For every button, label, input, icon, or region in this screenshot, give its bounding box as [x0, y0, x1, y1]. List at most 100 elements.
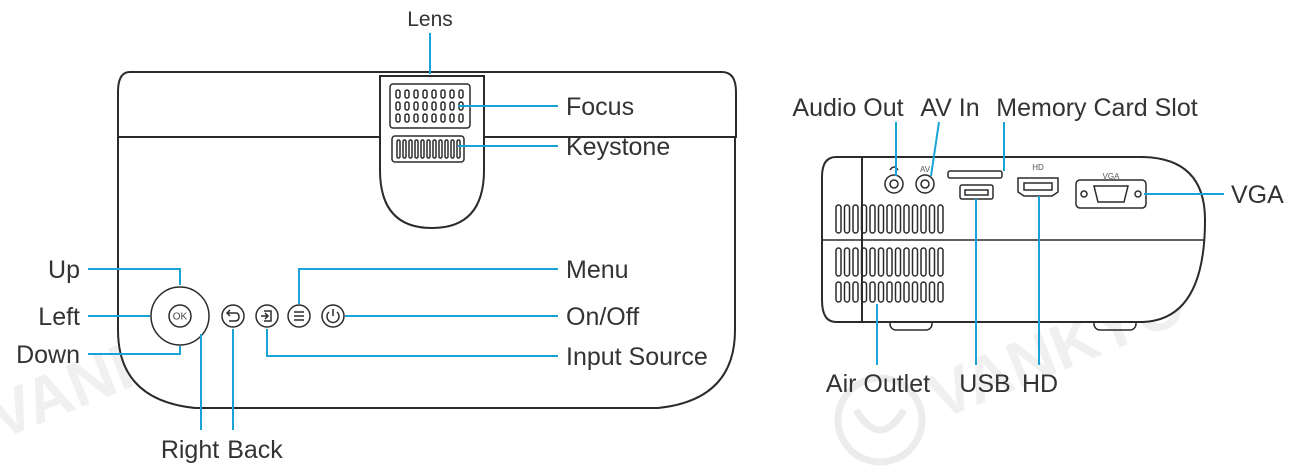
keystone-grip [432, 139, 437, 159]
audio-out-label: Audio Out [792, 94, 903, 122]
av-port-mark: AV [920, 165, 931, 174]
vent-slot [843, 247, 851, 277]
focus-grip [440, 113, 446, 123]
down-label: Down [16, 341, 80, 369]
focus-grip [449, 113, 455, 123]
input-source-icon [264, 310, 272, 322]
hd-port: HD [1017, 163, 1059, 197]
av-in-label: AV In [920, 94, 979, 122]
vent-slot [860, 204, 868, 234]
focus-grip [422, 113, 428, 123]
menu-icon [294, 311, 304, 321]
focus-grip [431, 89, 437, 99]
keystone-grip [438, 139, 443, 159]
vent-slot [852, 247, 859, 277]
vent-slot [903, 247, 910, 277]
ok-button-text: OK [173, 312, 188, 323]
vent-slot [937, 204, 944, 234]
vent-slot [869, 204, 876, 234]
focus-label: Focus [566, 93, 634, 121]
focus-grip [395, 101, 401, 111]
power-button [321, 304, 345, 328]
left-label: Left [38, 303, 80, 331]
right-label: Right [161, 436, 219, 464]
av-in-jack: AV [915, 165, 935, 194]
side-callouts [876, 121, 1224, 365]
focus-grip [458, 89, 464, 99]
focus-grip [413, 113, 419, 123]
focus-grip [413, 101, 419, 111]
vent-slot [886, 281, 893, 303]
keystone-grip [420, 139, 425, 159]
vent-slot [937, 247, 944, 277]
focus-grip [404, 101, 410, 111]
vent-slot [843, 204, 851, 234]
focus-grip [413, 89, 419, 99]
vent-slot [886, 204, 893, 234]
air-outlet-vents-lower [835, 247, 944, 303]
vent-slot [869, 281, 876, 303]
focus-grip [431, 101, 437, 111]
keystone-grip [402, 139, 407, 159]
vent-slot [920, 204, 927, 234]
vent-slot [920, 247, 927, 277]
vent-slot [894, 204, 902, 234]
vent-slot [928, 281, 936, 303]
keystone-label: Keystone [566, 133, 670, 161]
vent-slot [928, 247, 936, 277]
vent-slot [920, 281, 927, 303]
focus-grip [395, 113, 401, 123]
memory-card-slot [947, 170, 1003, 179]
focus-grip [404, 113, 410, 123]
up-label: Up [48, 256, 80, 284]
vent-slot [937, 281, 944, 303]
vent-slot [911, 204, 919, 234]
vent-slot [852, 204, 859, 234]
vent-slot [911, 281, 919, 303]
vent-slot [835, 281, 842, 303]
projector-side-view: AV HD VGA [821, 156, 1207, 331]
menu-label: Menu [566, 256, 629, 284]
keystone-grip [414, 139, 419, 159]
vga-port-mark: VGA [1103, 172, 1121, 181]
ok-button [168, 304, 192, 328]
on-off-label: On/Off [566, 303, 639, 331]
air-outlet-label: Air Outlet [826, 370, 930, 398]
hd-port-mark: HD [1032, 163, 1044, 172]
vent-slot [928, 204, 936, 234]
focus-grip [449, 101, 455, 111]
back-button [221, 304, 245, 328]
keystone-grip [444, 139, 449, 159]
keystone-grip [450, 139, 455, 159]
keystone-wheel [391, 135, 465, 163]
focus-grip [440, 89, 446, 99]
vent-slot [869, 247, 876, 277]
vent-slot [835, 204, 842, 234]
vent-slot [903, 204, 910, 234]
keystone-grip [396, 139, 401, 159]
keystone-grip [426, 139, 431, 159]
vent-slot [852, 281, 859, 303]
input-source-label: Input Source [566, 343, 708, 371]
vga-label: VGA [1231, 181, 1284, 209]
vent-slot [894, 247, 902, 277]
vent-slot [835, 247, 842, 277]
back-label: Back [227, 436, 283, 464]
vent-slot [886, 247, 893, 277]
vent-slot [860, 247, 868, 277]
hd-label: HD [1022, 370, 1058, 398]
keystone-grip [408, 139, 413, 159]
vent-slot [911, 247, 919, 277]
focus-grip [404, 89, 410, 99]
usb-label: USB [959, 370, 1010, 398]
lens-label: Lens [407, 8, 453, 31]
vent-slot [843, 281, 851, 303]
menu-button [287, 304, 311, 328]
vent-slot [877, 204, 885, 234]
front-callouts [88, 33, 558, 430]
focus-grip [449, 89, 455, 99]
memory-card-slot-label: Memory Card Slot [996, 94, 1197, 122]
vent-slot [877, 247, 885, 277]
lens-housing [379, 75, 485, 230]
